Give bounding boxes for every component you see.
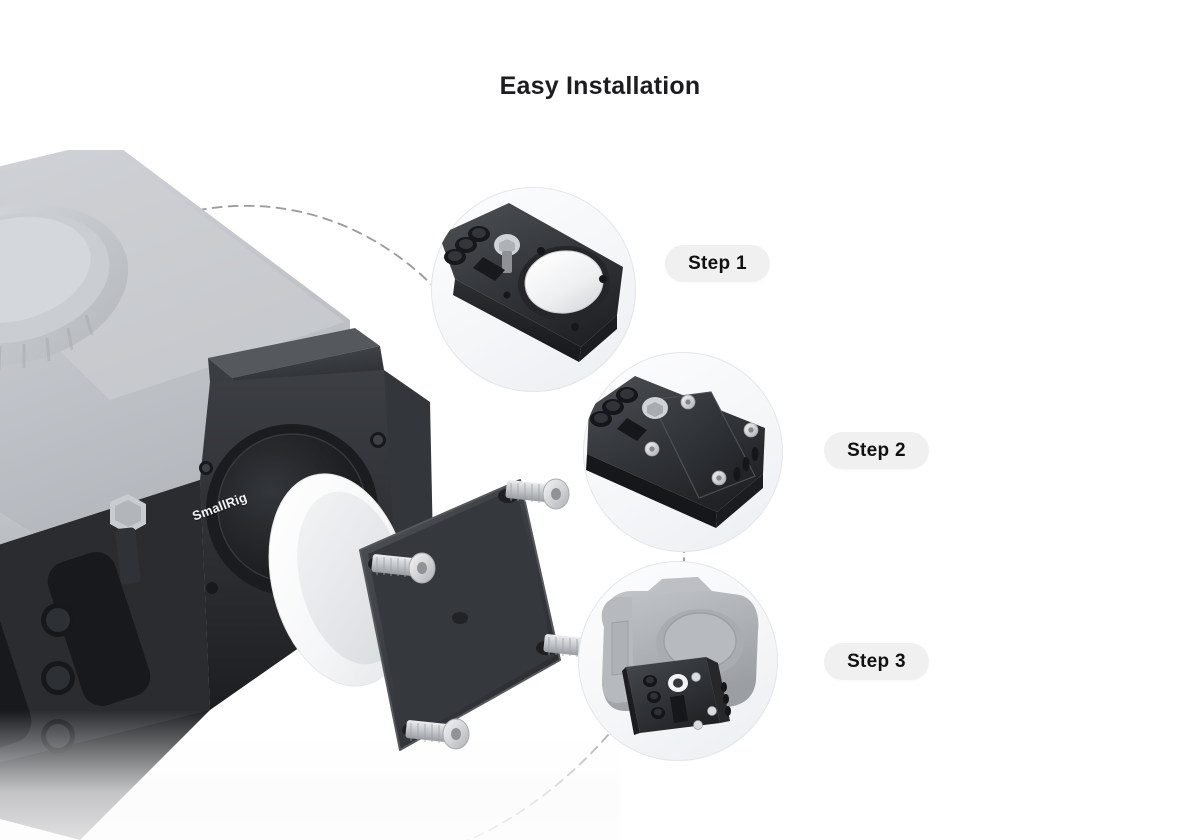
mounted-baseplate — [622, 657, 731, 735]
step-2-badge[interactable]: Step 2 — [824, 432, 929, 469]
page-title: Easy Installation — [499, 72, 701, 100]
hex-screw-bottom — [405, 718, 470, 750]
step-2-image — [583, 352, 783, 552]
step-3-badge[interactable]: Step 3 — [824, 643, 929, 680]
step-1-image — [431, 187, 636, 392]
cover-plate-assembly — [359, 478, 608, 751]
exploded-product-view: SmallRig — [0, 150, 620, 840]
hex-screw-top-right — [505, 478, 570, 510]
hex-screw-left — [371, 552, 436, 584]
step-3-image — [578, 561, 778, 761]
step-1-badge[interactable]: Step 1 — [665, 245, 770, 282]
white-disc-cap — [268, 473, 412, 687]
cage-hex-screw — [110, 494, 146, 585]
